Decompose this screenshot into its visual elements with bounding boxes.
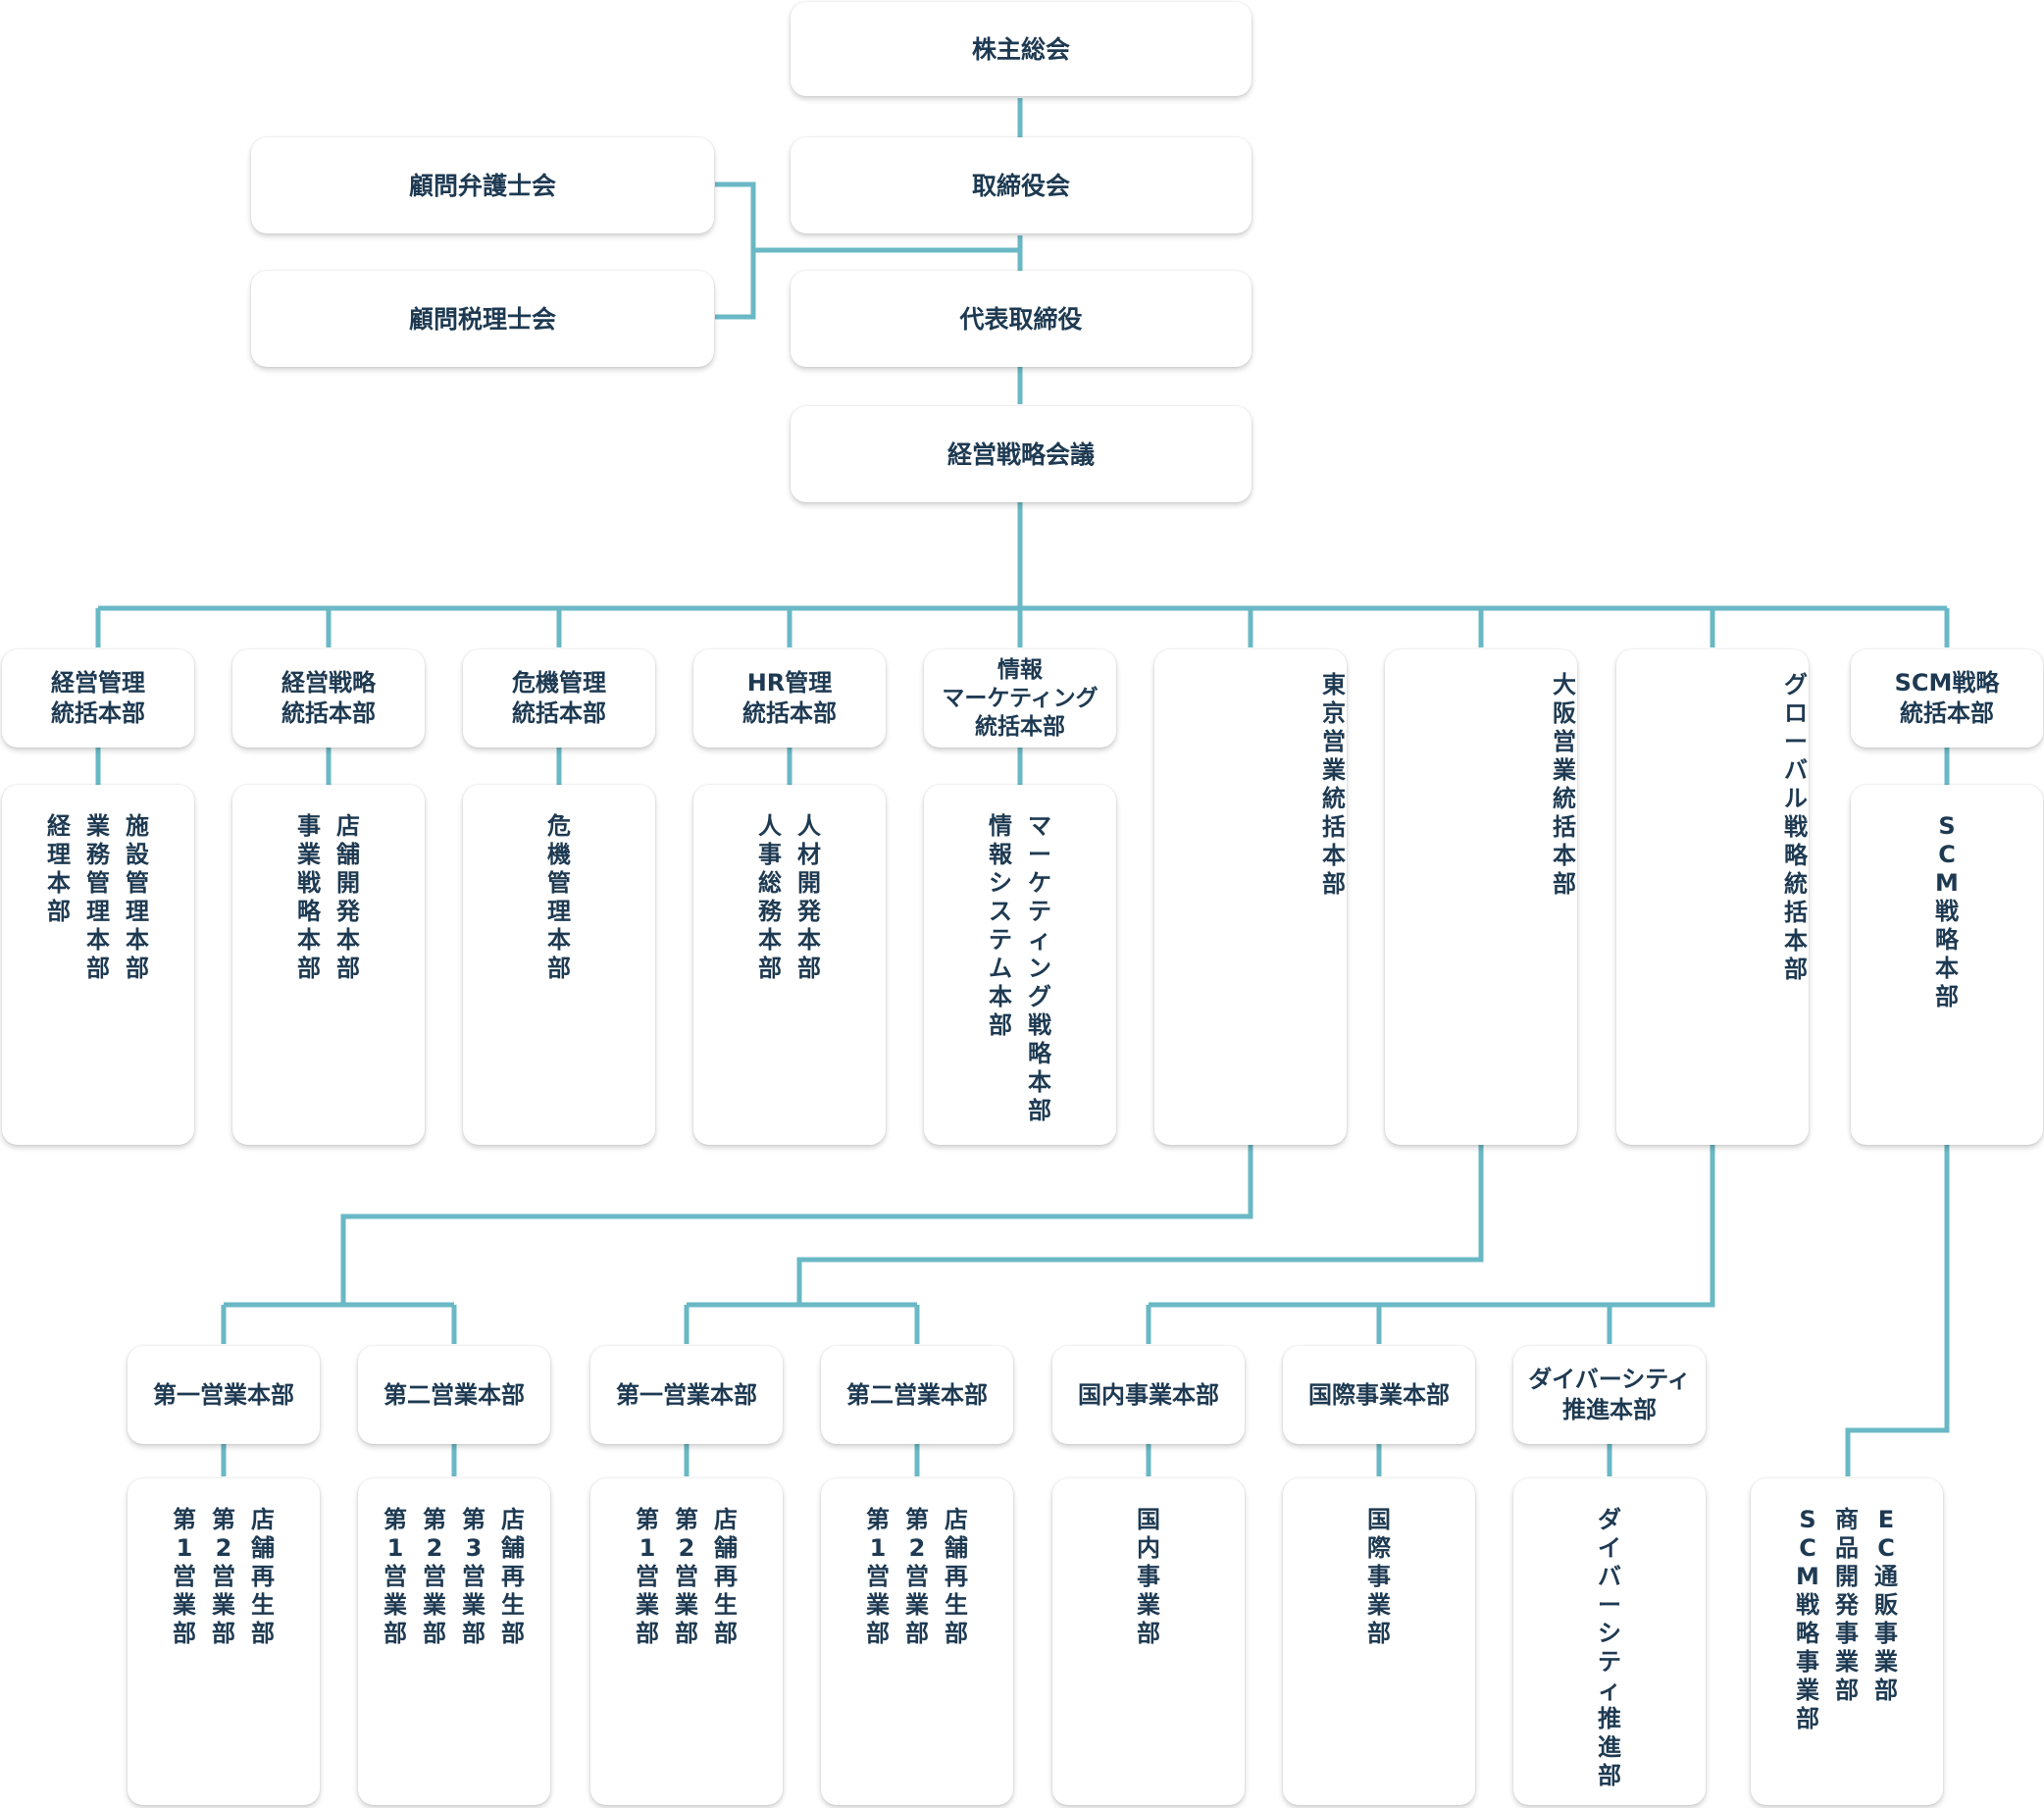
unit-label: 施設管理本部 bbox=[126, 812, 149, 982]
sub-division-head: 国際事業本部 bbox=[1283, 1346, 1475, 1444]
division-head: 経営戦略 統括本部 bbox=[232, 649, 425, 748]
unit-label: ダイバーシティ推進部 bbox=[1598, 1506, 1621, 1789]
division-units-box: マーケティング戦略本部情報システム本部 bbox=[924, 785, 1116, 1145]
tax-advisors-label: 顧問税理士会 bbox=[408, 304, 556, 334]
division-head-label: 大阪営業統括本部 bbox=[1553, 671, 1576, 898]
division-units-box: 店舗開発本部事業戦略本部 bbox=[232, 785, 425, 1145]
division-head: 情報 マーケティング 統括本部 bbox=[924, 649, 1116, 748]
sub-division-head: 第一営業本部 bbox=[128, 1346, 320, 1444]
division-head-label: 東京営業統括本部 bbox=[1322, 671, 1346, 898]
division-head: 危機管理 統括本部 bbox=[463, 649, 655, 748]
division-head-label: グローバル戦略統括本部 bbox=[1784, 671, 1808, 983]
unit-label: 店舗再生部 bbox=[251, 1506, 275, 1647]
unit-label: 人事総務本部 bbox=[758, 812, 782, 982]
sub-division-head: 国内事業本部 bbox=[1052, 1346, 1245, 1444]
sub-division-units-box: 国際事業部 bbox=[1283, 1478, 1475, 1805]
unit-label: 国内事業部 bbox=[1137, 1506, 1160, 1647]
management-strategy-meeting-box: 経営戦略会議 bbox=[791, 406, 1252, 502]
division-head: 経営管理 統括本部 bbox=[2, 649, 194, 748]
tax-advisors-box: 顧問税理士会 bbox=[251, 271, 714, 367]
legal-advisors-label: 顧問弁護士会 bbox=[408, 171, 556, 200]
shareholders-meeting-label: 株主総会 bbox=[971, 34, 1070, 64]
unit-label: 店舗開発本部 bbox=[336, 812, 360, 982]
unit-label: 情報システム本部 bbox=[989, 812, 1012, 1039]
board-of-directors-box: 取締役会 bbox=[791, 137, 1252, 233]
unit-label: 店舗再生部 bbox=[501, 1506, 525, 1647]
unit-label: 店舗再生部 bbox=[945, 1506, 968, 1647]
unit-label: 店舗再生部 bbox=[714, 1506, 738, 1647]
sub-division-head: 第二営業本部 bbox=[358, 1346, 550, 1444]
unit-label: 商品開発事業部 bbox=[1835, 1506, 1859, 1704]
division-units-box: 危機管理本部 bbox=[463, 785, 655, 1145]
legal-advisors-box: 顧問弁護士会 bbox=[251, 137, 714, 233]
unit-label: 危機管理本部 bbox=[547, 812, 571, 982]
unit-label: 事業戦略本部 bbox=[297, 812, 321, 982]
board-of-directors-label: 取締役会 bbox=[971, 171, 1070, 200]
division-head: HR管理 統括本部 bbox=[693, 649, 886, 748]
representative-director-box: 代表取締役 bbox=[791, 271, 1252, 367]
representative-director-label: 代表取締役 bbox=[959, 304, 1083, 334]
unit-label: 経理本部 bbox=[47, 812, 71, 925]
division-head: SCM戦略 統括本部 bbox=[1851, 649, 2043, 748]
unit-label: 人材開発本部 bbox=[797, 812, 821, 982]
unit-label: マーケティング戦略本部 bbox=[1028, 812, 1051, 1124]
division-head-vertical: 大阪営業統括本部 bbox=[1385, 649, 1577, 1145]
division-head-vertical: グローバル戦略統括本部 bbox=[1616, 649, 1809, 1145]
management-strategy-meeting-label: 経営戦略会議 bbox=[946, 439, 1095, 469]
division-units-box: 人材開発本部人事総務本部 bbox=[693, 785, 886, 1145]
sub-division-units-box: ダイバーシティ推進部 bbox=[1513, 1478, 1706, 1805]
sub-division-head: 第二営業本部 bbox=[821, 1346, 1013, 1444]
division-head-vertical: 東京営業統括本部 bbox=[1154, 649, 1347, 1145]
sub-division-head: ダイバーシティ 推進本部 bbox=[1513, 1346, 1706, 1444]
sub-division-head: 第一営業本部 bbox=[590, 1346, 783, 1444]
unit-label: 国際事業部 bbox=[1367, 1506, 1391, 1647]
sub-division-units-box: 国内事業部 bbox=[1052, 1478, 1245, 1805]
unit-label: 業務管理本部 bbox=[86, 812, 110, 982]
shareholders-meeting-box: 株主総会 bbox=[791, 2, 1252, 96]
division-units-box: 施設管理本部業務管理本部経理本部 bbox=[2, 785, 194, 1145]
